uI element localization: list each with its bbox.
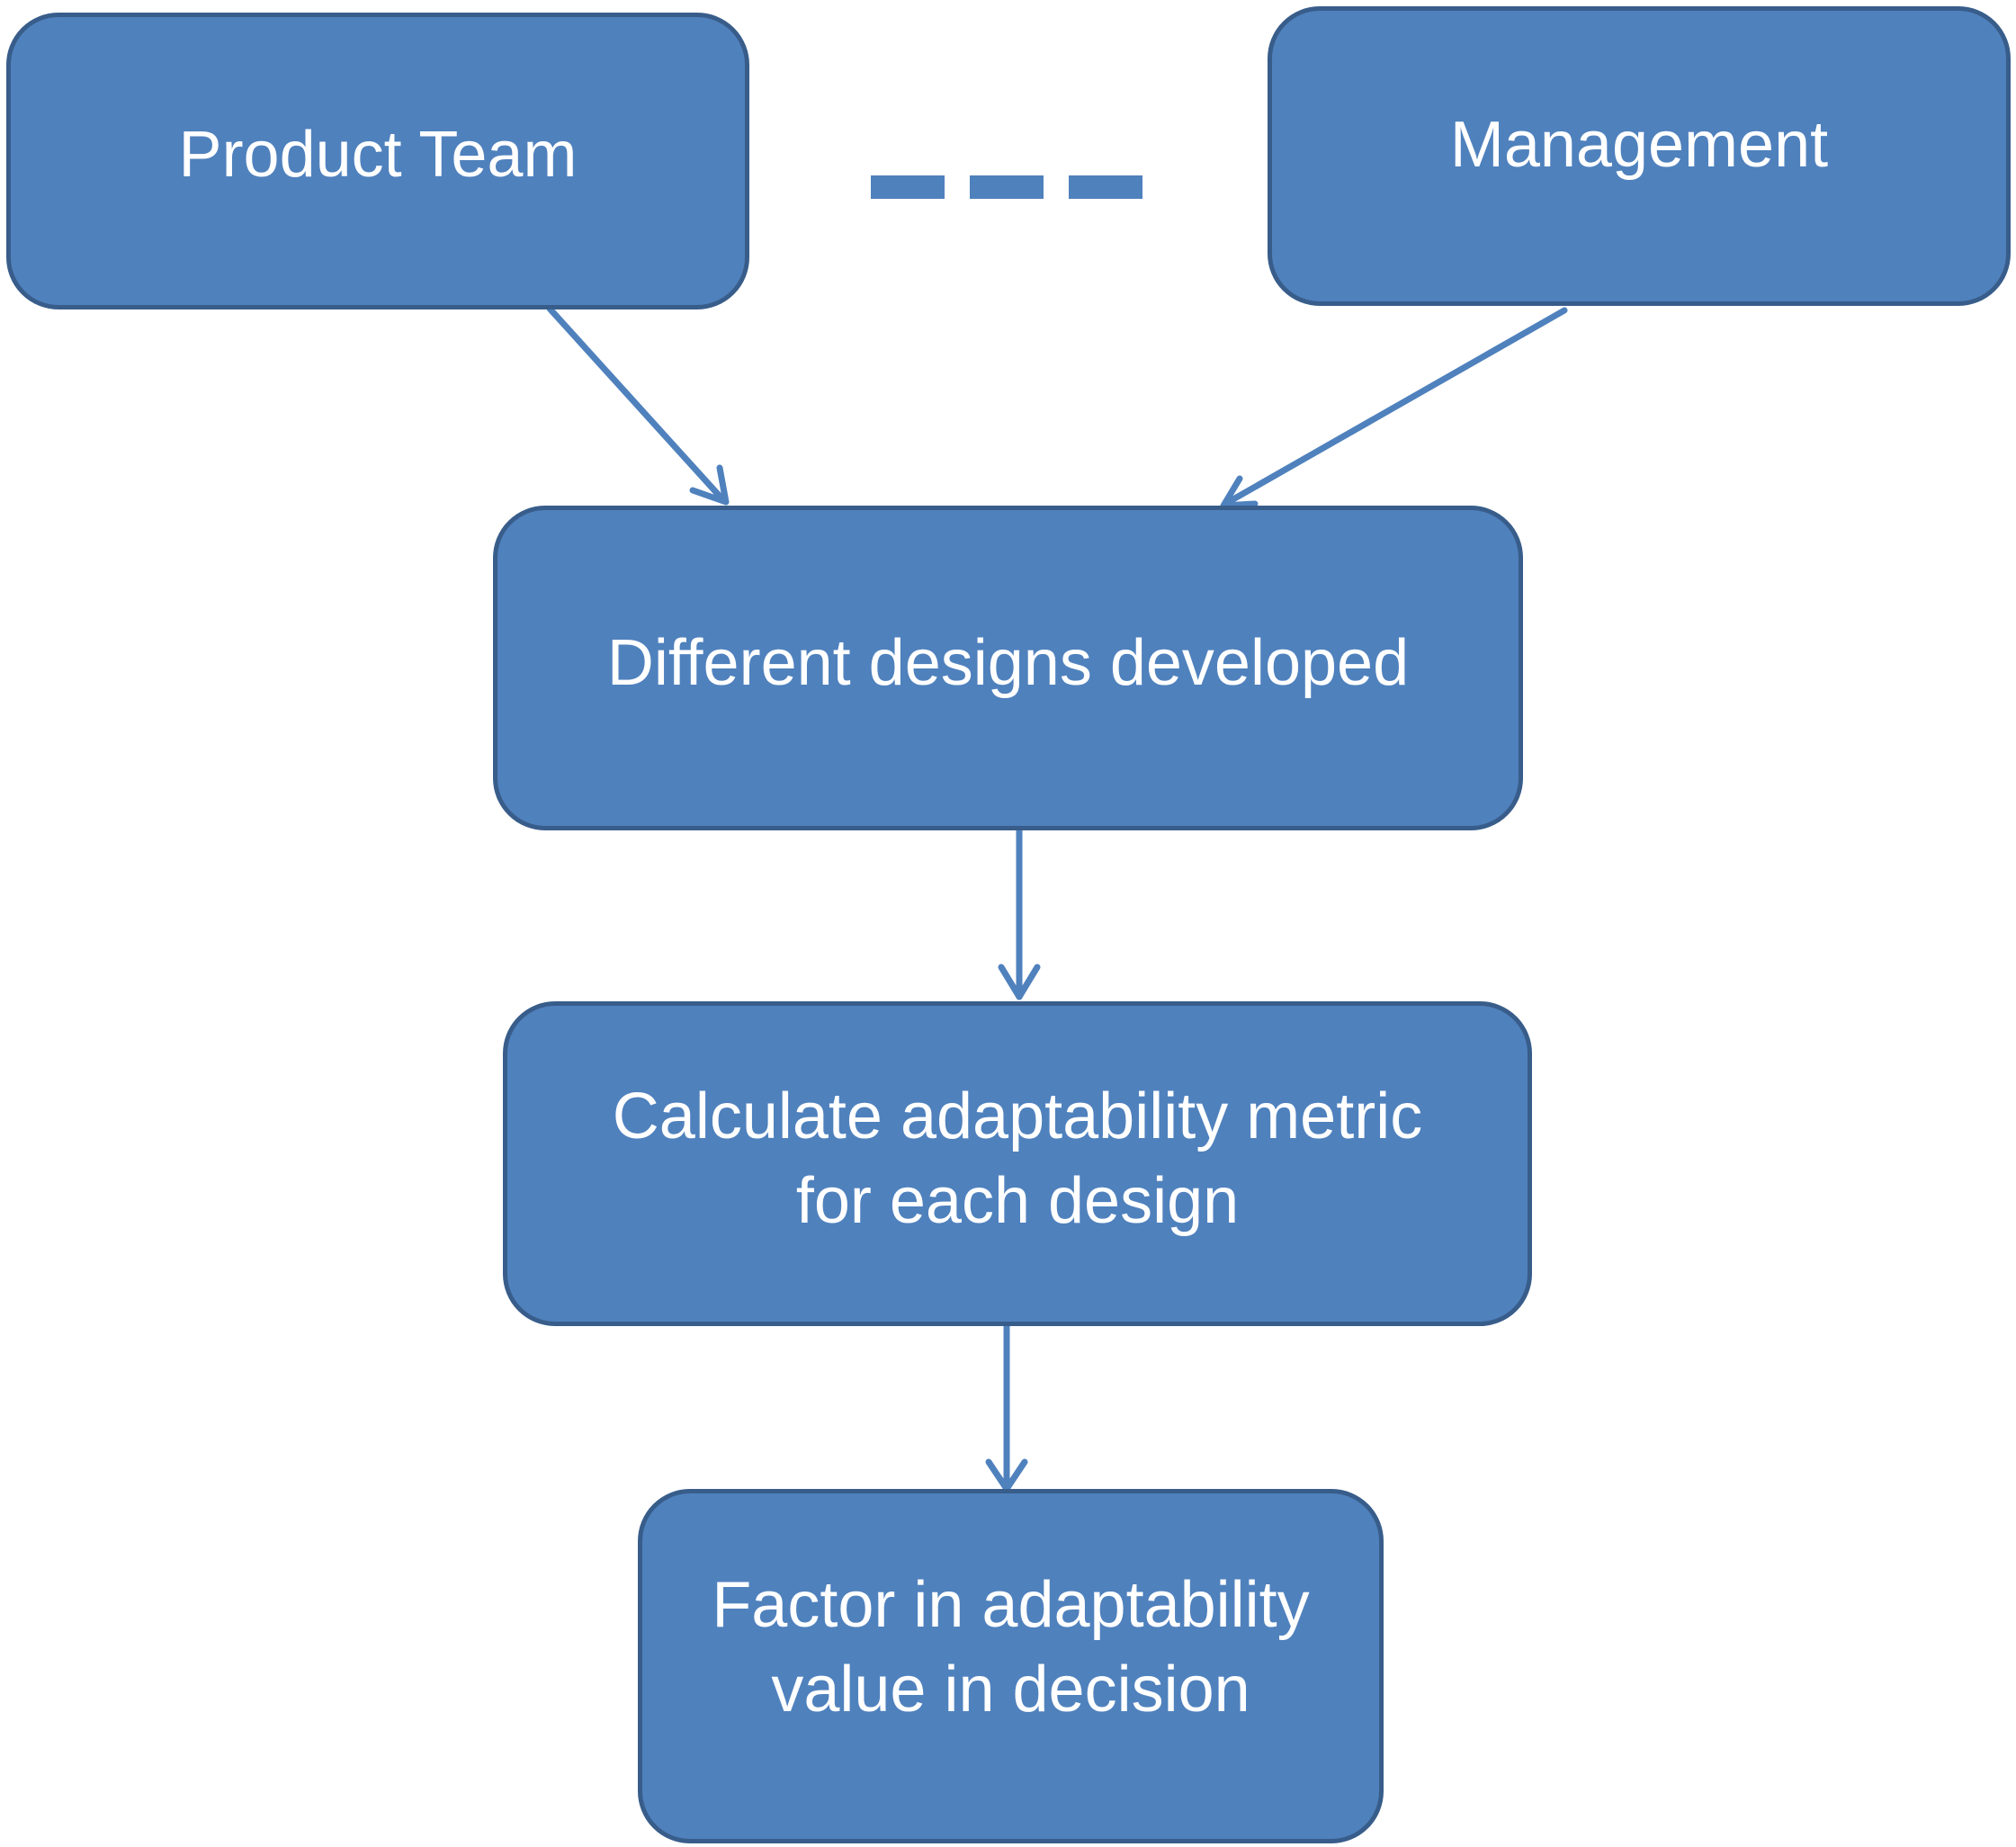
node-label: Different designs developed [606, 626, 1410, 699]
node-label: Product Team [178, 119, 578, 192]
edge-designs-to-calculate [998, 827, 1041, 1000]
dash [1069, 175, 1142, 199]
edge-management-to-designs [1220, 307, 1568, 509]
node-label: Management [1449, 108, 1829, 181]
node-factor-in-decision: Factor in adaptability value in decision [638, 1489, 1384, 1843]
edge-calculate-to-factor [985, 1322, 1028, 1493]
node-label: Calculate adaptability metric for each d… [612, 1080, 1423, 1237]
edge-product-to-designs [546, 305, 730, 506]
dash [871, 175, 945, 199]
node-calculate-metric: Calculate adaptability metric for each d… [503, 1001, 1532, 1326]
dash [970, 175, 1044, 199]
node-different-designs: Different designs developed [493, 506, 1523, 830]
node-management: Management [1268, 6, 2011, 306]
node-product-team: Product Team [6, 13, 749, 309]
node-label: Factor in adaptability value in decision [712, 1569, 1310, 1726]
